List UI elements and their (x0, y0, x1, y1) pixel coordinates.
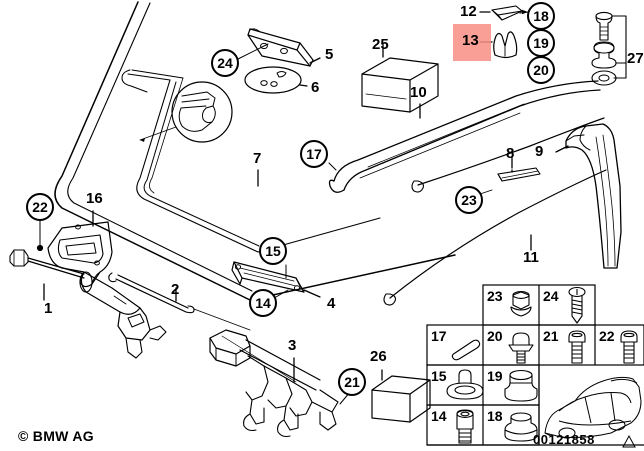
dowel-pin-icon (451, 339, 481, 361)
circled-callout-19[interactable]: 19 (527, 29, 555, 57)
circled-callout-23[interactable]: 23 (455, 186, 483, 214)
legend-label-19: 19 (487, 368, 503, 384)
callout-6[interactable]: 6 (311, 79, 320, 96)
circled-callout-21[interactable]: 21 (338, 368, 366, 396)
callout-3[interactable]: 3 (288, 337, 297, 354)
pan-head-screw-icon (620, 330, 638, 364)
circled-callout-14[interactable]: 14 (249, 289, 277, 317)
legend-label-18: 18 (487, 408, 503, 424)
flange-nut-icon (510, 291, 532, 317)
callout-8[interactable]: 8 (506, 145, 515, 162)
callout-11[interactable]: 11 (523, 249, 539, 266)
callout-25[interactable]: 25 (372, 36, 389, 53)
callout-4[interactable]: 4 (327, 295, 336, 312)
legend-label-24: 24 (543, 288, 559, 304)
circled-callout-20[interactable]: 20 (527, 56, 555, 84)
wood-screw-icon (568, 286, 586, 324)
callout-26[interactable]: 26 (370, 348, 387, 365)
callout-16[interactable]: 16 (86, 190, 103, 207)
callout-10[interactable]: 10 (410, 84, 427, 101)
legend-part-number: 00121858 (533, 432, 595, 447)
warning-triangle-icon (622, 434, 636, 448)
callout-9[interactable]: 9 (535, 143, 544, 160)
socket-cap-bolt-icon (456, 409, 474, 444)
legend-label-22: 22 (599, 328, 615, 344)
highlight-box-13 (453, 24, 491, 61)
callout-2[interactable]: 2 (171, 281, 180, 298)
bushing-icon (504, 369, 538, 402)
legend-label-15: 15 (431, 368, 447, 384)
hardware-legend-table: 23 24 17 20 21 22 15 19 14 18 (426, 284, 644, 448)
callout-7[interactable]: 7 (253, 150, 262, 167)
legend-label-20: 20 (487, 328, 503, 344)
hex-flange-bolt-icon (508, 332, 534, 364)
circled-callout-22[interactable]: 22 (26, 193, 54, 221)
callout-13[interactable]: 13 (462, 32, 479, 49)
rivet-clip-icon (446, 369, 484, 400)
callout-5[interactable]: 5 (325, 46, 334, 63)
callout-1[interactable]: 1 (44, 300, 53, 317)
legend-label-17: 17 (431, 328, 447, 344)
circled-callout-18[interactable]: 18 (527, 2, 555, 30)
car-silhouette-icon (544, 376, 642, 439)
legend-label-14: 14 (431, 408, 447, 424)
callout-27[interactable]: 27 (627, 50, 644, 67)
legend-label-21: 21 (543, 328, 559, 344)
pan-head-screw-icon (568, 330, 586, 364)
legend-label-23: 23 (487, 288, 503, 304)
circled-callout-24[interactable]: 24 (211, 49, 239, 77)
grommet-icon (504, 412, 538, 442)
circled-callout-17[interactable]: 17 (300, 140, 328, 168)
circled-callout-15[interactable]: 15 (259, 237, 287, 265)
callout-12[interactable]: 12 (460, 3, 477, 20)
copyright-notice: © BMW AG (18, 428, 94, 444)
